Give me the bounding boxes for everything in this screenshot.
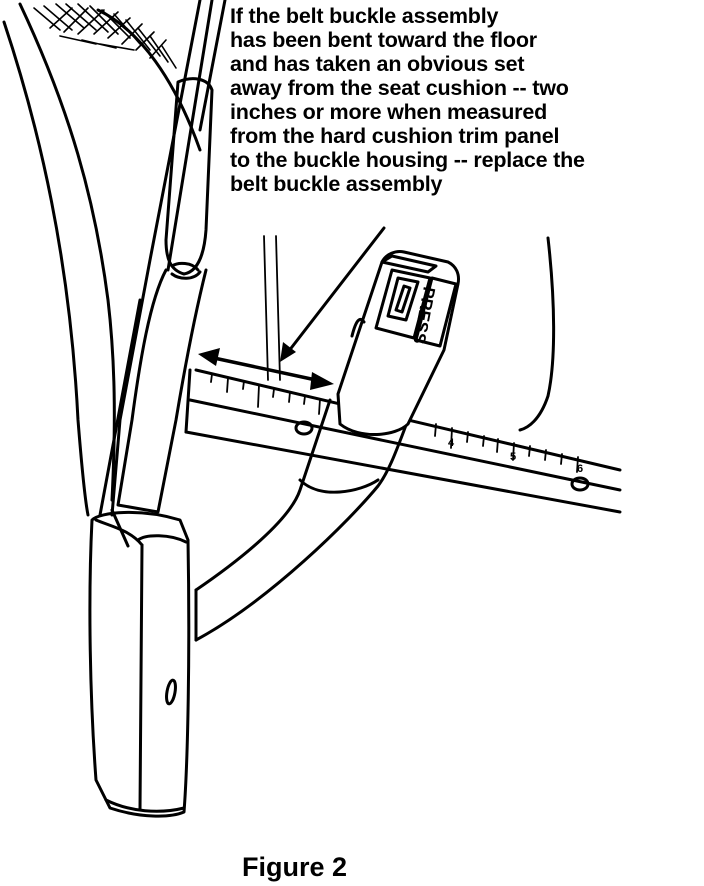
seat-frame-rails [98,0,227,517]
ruler-tick-label-4: 4 [448,437,455,449]
callout-leader-line [283,226,386,358]
callout-line: inches or more when measured [230,100,548,124]
buckle-housing [336,250,460,437]
buckle-stalk [194,398,410,642]
ruler-tick-label-6: 6 [577,463,583,475]
figure-caption: Figure 2 [242,852,348,882]
seat-fabric-hatching [33,3,177,69]
dimension-arrowhead-left [198,348,220,366]
reference-lines [263,235,281,381]
callout-line: belt buckle assembly [230,172,443,196]
callout-text: If the belt buckle assembly has been ben… [230,4,585,196]
seat-side-panel-right [518,236,556,432]
hard-cushion-trim-panel [88,508,191,818]
callout-line: away from the seat cushion -- two [230,76,569,100]
seat-belt-strap [116,77,214,514]
ruler-tick-label-5: 5 [510,451,516,463]
callout-line: has been bent toward the floor [230,28,537,52]
callout-line: If the belt buckle assembly [230,4,499,28]
dimension-arrowhead-right [310,372,334,390]
callout-line: from the hard cushion trim panel [230,124,560,148]
leader-arrowhead [280,342,296,362]
measurement-dimension-line [212,356,318,382]
callout-line: to the buckle housing -- replace the [230,148,585,172]
callout-line: and has taken an obvious set [230,52,525,76]
